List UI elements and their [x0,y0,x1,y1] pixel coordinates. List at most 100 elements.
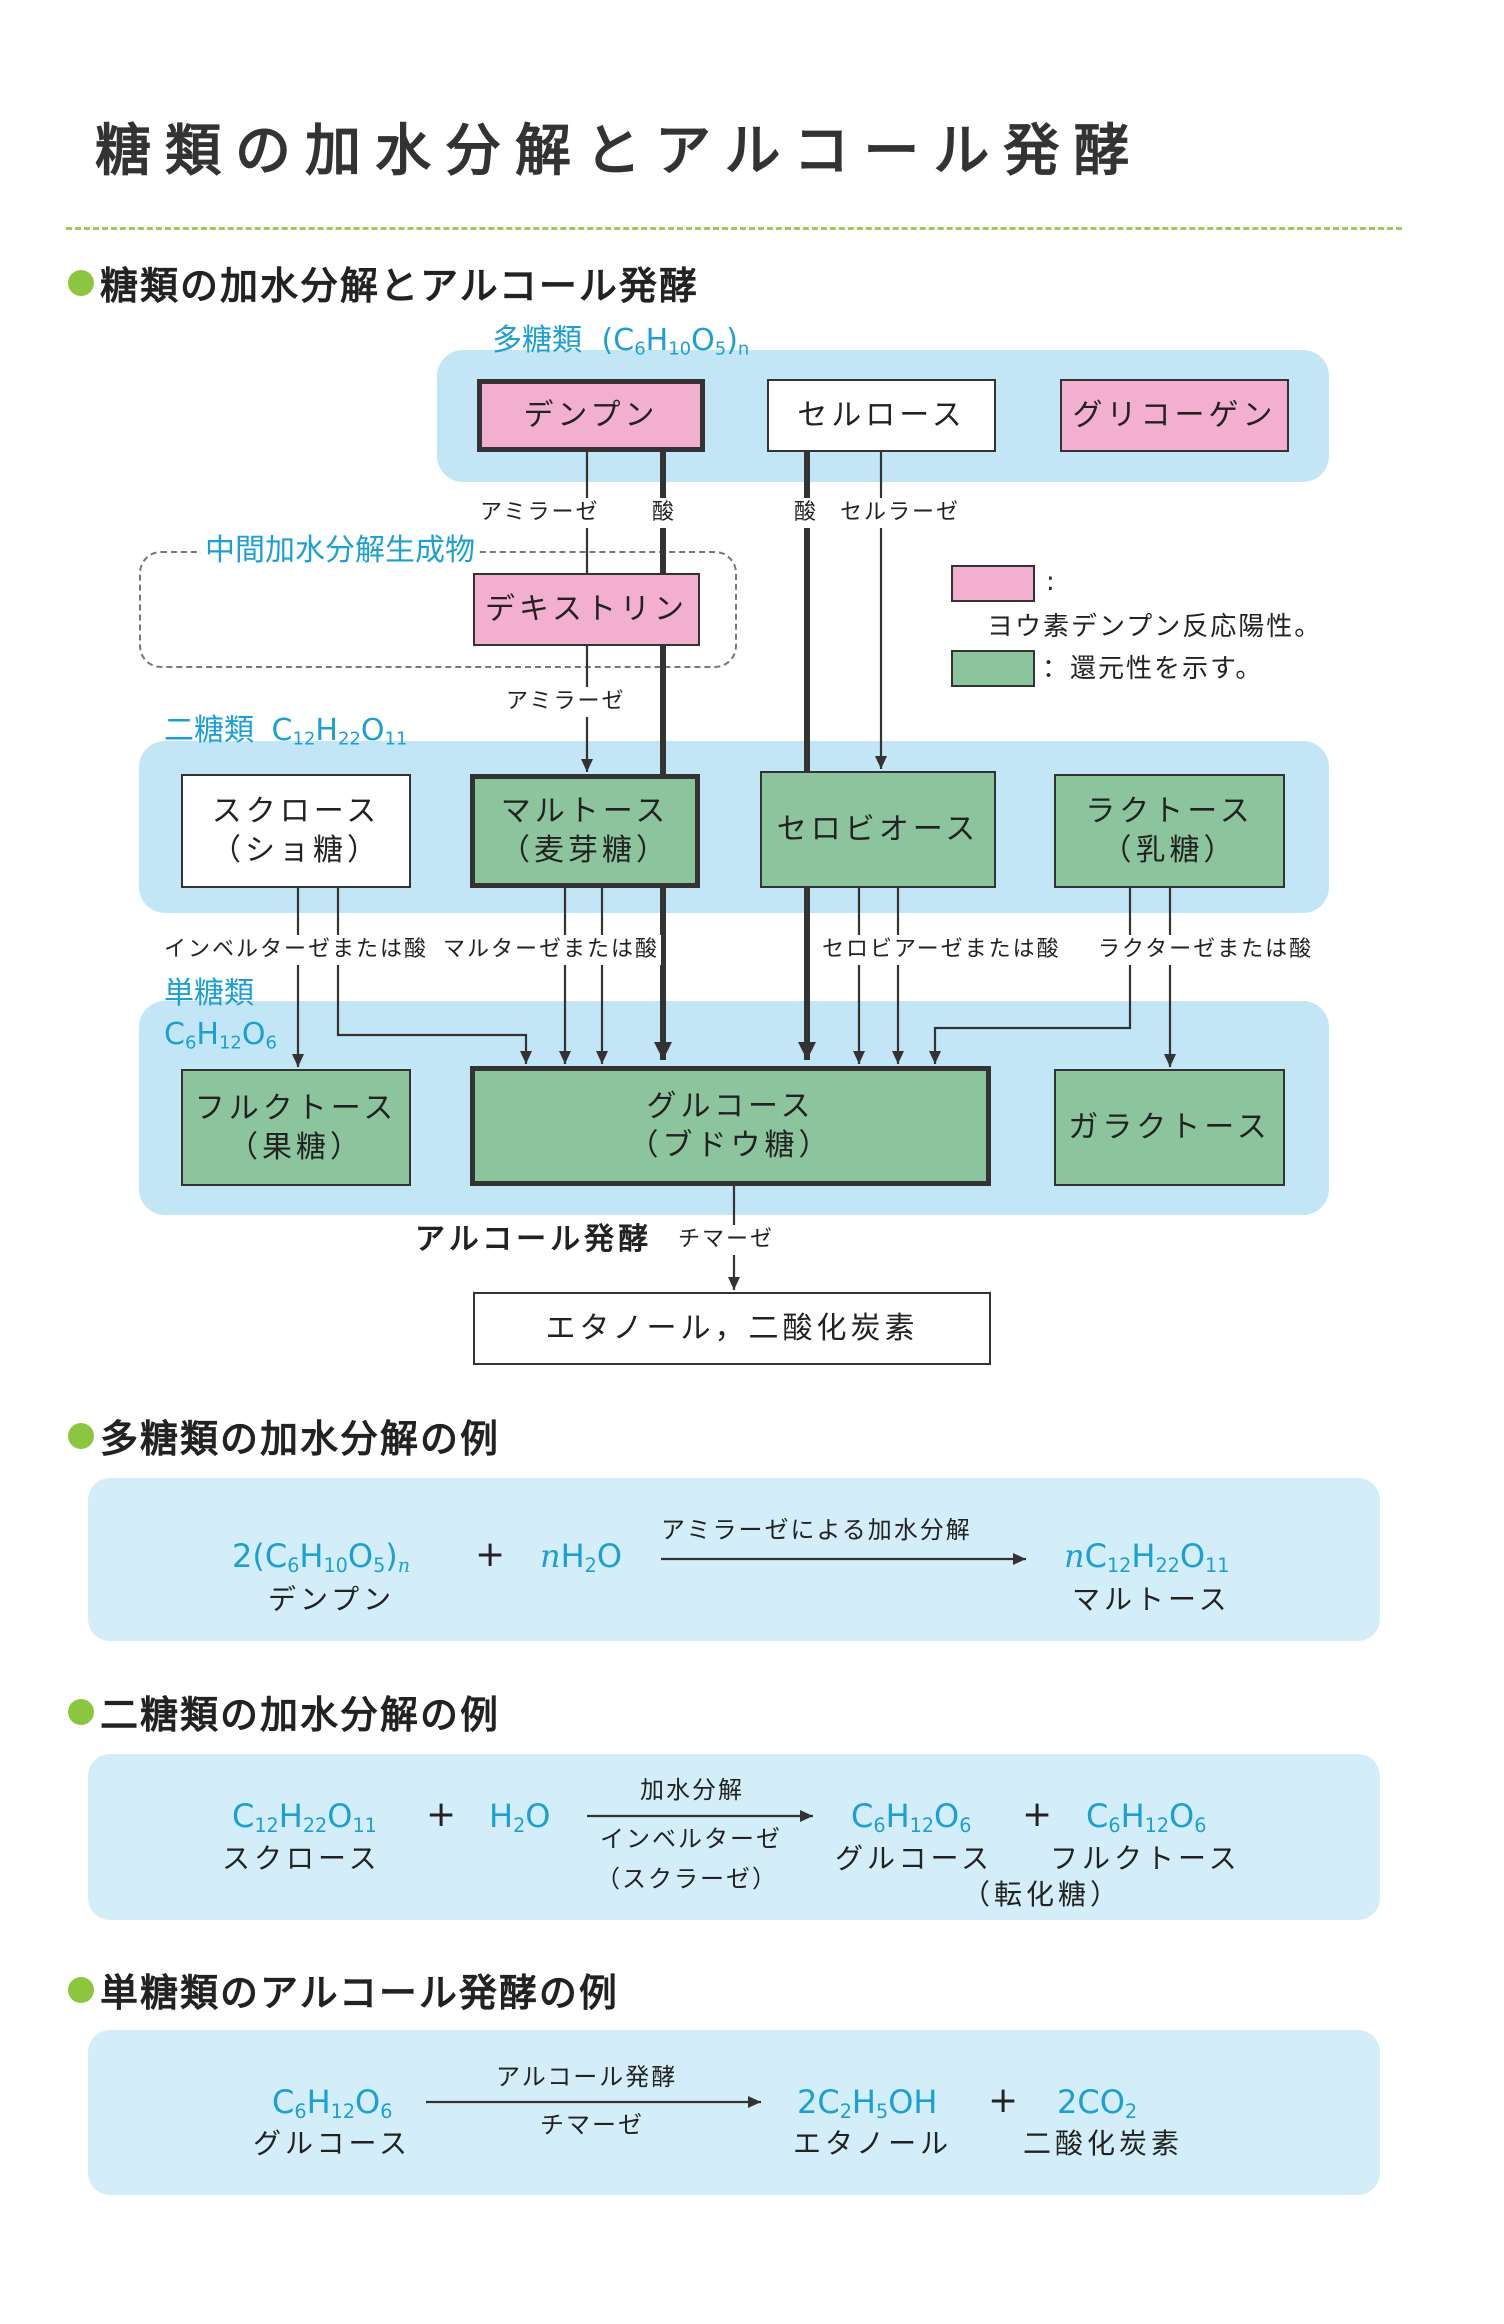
section-heading-text: 糖類の加水分解とアルコール発酵 [100,264,699,308]
maltose-box: マルトース （麦芽糖） [470,774,700,888]
enzyme-label-amylase: アミラーゼ [478,498,602,528]
section-heading-text: 二糖類の加水分解の例 [100,1693,501,1737]
enzyme-label-invertase: インベルターゼまたは酸 [162,935,431,965]
section-heading-fermentation-example: 単糖類のアルコール発酵の例 [68,1962,619,2017]
page-title: 糖類の加水分解とアルコール発酵 [95,119,1144,184]
ethanol-name: エタノール [793,2127,953,2160]
water-formula: H2O [489,1797,551,1837]
box-label: グルコース [646,1089,815,1124]
box-label: ラクトース [1085,794,1254,829]
water-formula: nH2O [540,1537,623,1577]
fermentation-label: アルコール発酵 [413,1222,655,1258]
reaction-enzyme: チマーゼ [540,2111,644,2139]
galactose-box: ガラクトース [1054,1069,1285,1186]
box-alias: （ショ糖） [211,833,381,868]
enzyme-label-cellulase: セルラーゼ [838,498,963,528]
box-alias: （ブドウ糖） [628,1128,833,1163]
box-label: グリコーゲン [1072,398,1277,433]
arrow-lactose-to-glucose [929,888,1132,1064]
box-label: セルロース [797,398,966,433]
fructose-box: フルクトース （果糖） [181,1069,411,1186]
bullet-icon [68,1422,94,1449]
arrow-sucrose-to-glucose [336,888,532,1064]
plus-sign: + [988,2080,1019,2121]
starch-name: デンプン [268,1583,396,1616]
box-label: デンプン [523,398,659,433]
glucose-name: グルコース [253,2127,412,2160]
plus-sign: + [1022,1794,1053,1835]
box-label: マルトース [500,794,670,829]
section-heading-overview: 糖類の加水分解とアルコール発酵 [68,255,699,310]
box-alias: （果糖） [228,1129,364,1165]
box-label: デキストリン [484,592,689,627]
fermentation-example-panel [88,2030,1380,2195]
box-label: セロビオース [776,812,980,847]
invert-sugar-note: （転化糖） [962,1878,1123,1911]
section-heading-text: 単糖類のアルコール発酵の例 [100,1971,619,2015]
glucose-box: グルコース （ブドウ糖） [470,1066,991,1186]
enzyme-label-cellobiase: セロビアーゼまたは酸 [820,935,1063,965]
legend-pink-colon: : [1046,567,1057,597]
group-label-text: 多糖類 [492,323,582,358]
glucose-formula: C6H12O6 [272,2083,393,2123]
reaction-condition: アルコール発酵 [496,2063,678,2091]
box-alias: （麦芽糖） [500,833,670,868]
plus-sign: + [475,1534,506,1575]
enzyme-label-acid: 酸 [792,498,821,528]
box-label: スクロース [211,794,381,829]
polysaccharide-group-label: 多糖類 (C6H10O5)n [492,322,749,360]
legend-green-text: ：還元性を示す。 [1042,654,1264,684]
starch-box: デンプン [477,379,705,452]
sucrose-formula: C12H22O11 [232,1797,377,1837]
legend-green-swatch [951,650,1035,687]
sucrose-name: スクロース [222,1842,381,1875]
enzyme-label-amylase: アミラーゼ [504,687,628,717]
group-formula: C12H22O11 [271,713,408,750]
glycogen-box: グリコーゲン [1060,379,1289,452]
disaccharide-example-panel [88,1754,1380,1920]
legend-pink-swatch [951,565,1035,602]
section-heading-polysaccharide-example: 多糖類の加水分解の例 [68,1408,500,1463]
bullet-icon [68,1698,94,1725]
enzyme-label-lactase: ラクターゼまたは酸 [1096,935,1316,965]
fructose-formula: C6H12O6 [1086,1797,1207,1837]
lactose-box: ラクトース （乳糖） [1054,774,1285,888]
section-heading-disaccharide-example: 二糖類の加水分解の例 [68,1684,500,1739]
legend-pink-text: ヨウ素デンプン反応陽性。 [987,612,1323,642]
title-divider [66,227,1402,230]
box-alias: （乳糖） [1101,833,1238,868]
enzyme-label-zymase: チマーゼ [676,1225,777,1255]
reaction-condition: 加水分解 [640,1776,744,1804]
cellobiose-box: セロビオース [760,771,996,888]
bullet-icon [68,1976,94,2003]
group-label-text: 二糖類 [164,713,254,748]
reaction-enzyme-alias: （スクラーゼ） [596,1865,778,1893]
monosaccharide-group-label: 単糖類 [164,976,254,1011]
maltose-name: マルトース [1072,1583,1231,1616]
starch-formula: 2(C6H10O5)n [232,1537,411,1577]
fructose-name: フルクトース [1050,1842,1241,1875]
dextrin-box: デキストリン [473,573,700,646]
intermediate-group-label: 中間加水分解生成物 [201,532,479,570]
products-box: エタノール，二酸化炭素 [473,1292,991,1365]
box-label: フルクトース [194,1090,398,1126]
bullet-icon [68,269,94,296]
box-label: ガラクトース [1068,1110,1271,1145]
reaction-condition: アミラーゼによる加水分解 [661,1516,972,1544]
carbon-dioxide-formula: 2CO2 [1057,2083,1138,2123]
box-label: エタノール，二酸化炭素 [545,1311,919,1346]
enzyme-label-maltase: マルターゼまたは酸 [441,935,662,965]
glucose-formula: C6H12O6 [851,1797,972,1837]
ethanol-formula: 2C2H5OH [797,2083,938,2123]
sucrose-box: スクロース （ショ糖） [181,774,411,888]
reaction-enzyme: インベルターゼ [600,1825,782,1853]
cellulose-box: セルロース [767,379,996,452]
monosaccharide-group-formula: C6H12O6 [164,1017,277,1054]
carbon-dioxide-name: 二酸化炭素 [1023,2127,1184,2160]
section-heading-text: 多糖類の加水分解の例 [100,1417,501,1461]
plus-sign: + [426,1794,457,1835]
maltose-formula: nC12H22O11 [1064,1537,1230,1577]
glucose-name: グルコース [835,1842,994,1875]
enzyme-label-acid: 酸 [650,498,679,528]
